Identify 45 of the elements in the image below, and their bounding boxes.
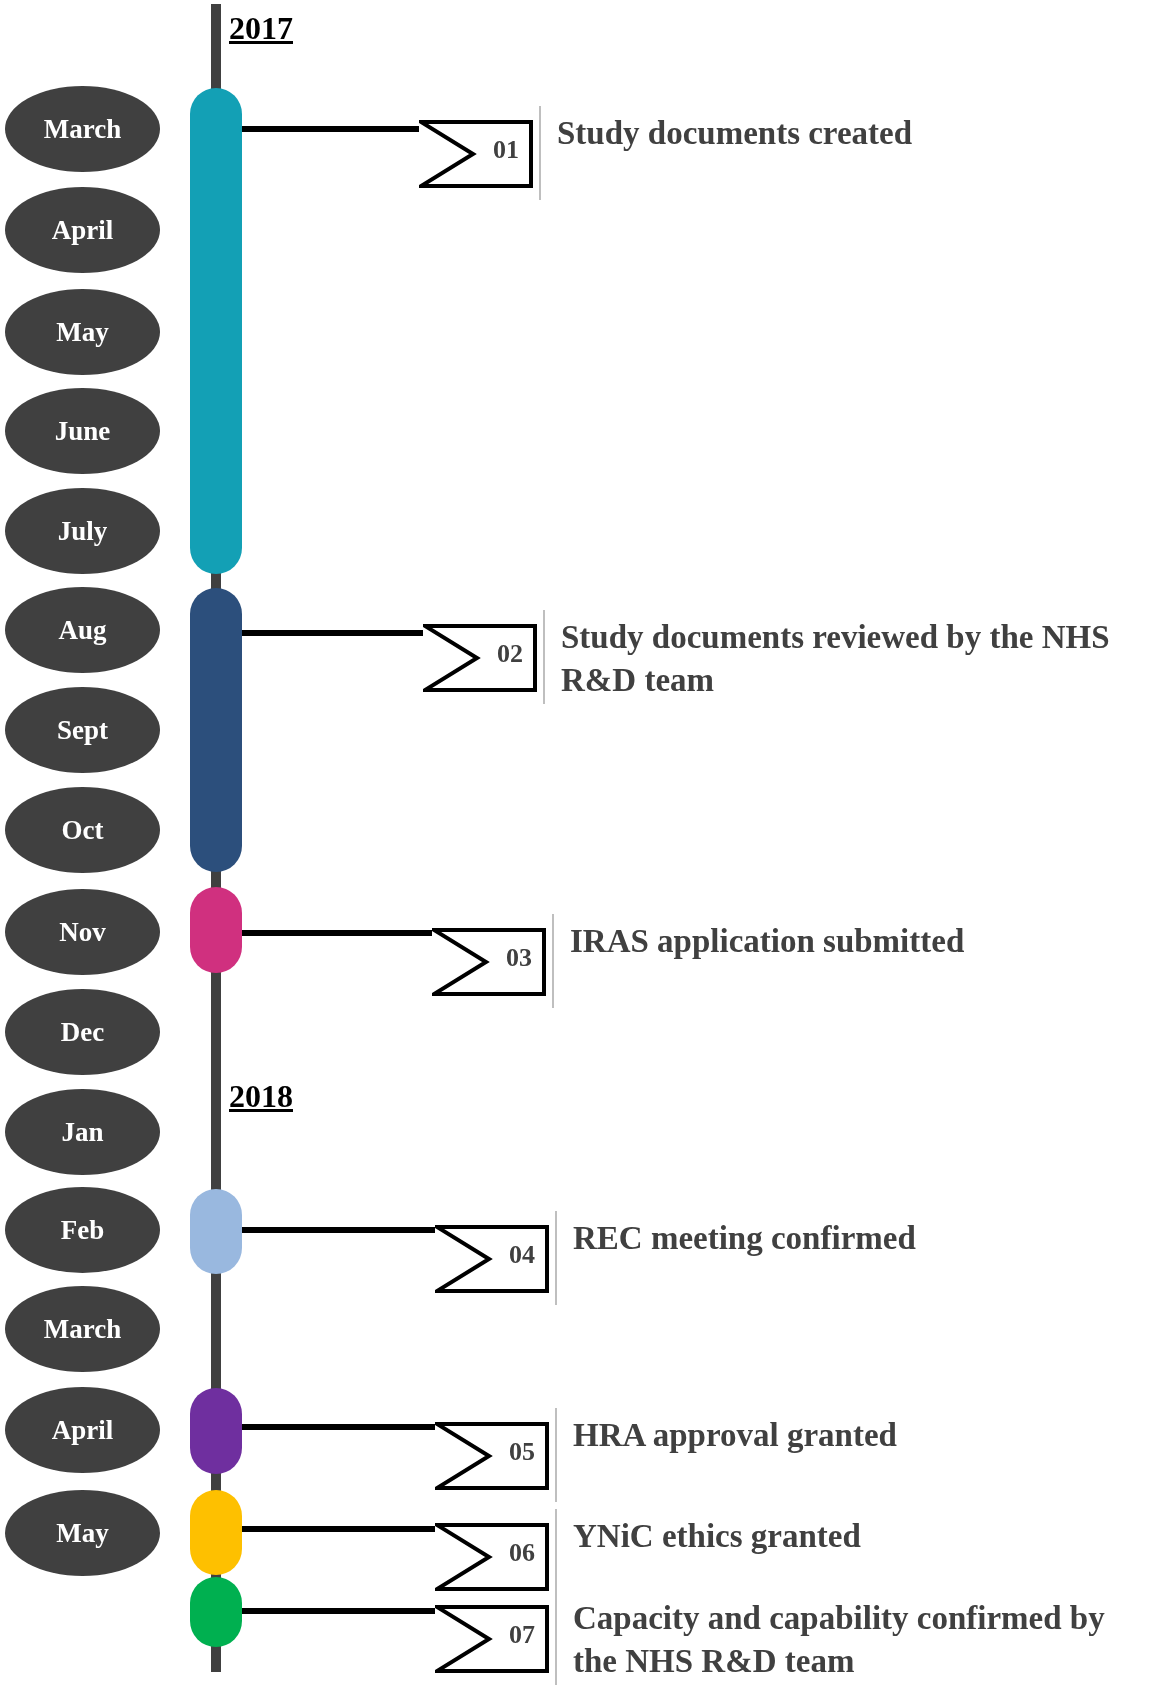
numbered-flag: 04 — [435, 1225, 549, 1293]
numbered-flag: 06 — [435, 1523, 549, 1591]
month-ellipse: April — [5, 187, 160, 273]
numbered-flag: 07 — [435, 1605, 549, 1673]
month-ellipse: May — [5, 289, 160, 375]
milestone-text: HRA approval granted — [573, 1416, 898, 1455]
milestone-text: Study documents reviewed by the NHS R&D team — [561, 618, 1111, 700]
milestone-text: YNiC ethics granted — [573, 1517, 862, 1556]
month-ellipse: Dec — [5, 989, 160, 1075]
month-ellipse: March — [5, 86, 160, 172]
milestone-text: REC meeting confirmed — [573, 1219, 917, 1258]
period-bar — [190, 1388, 242, 1474]
month-ellipse: Jan — [5, 1089, 160, 1175]
month-ellipse: Oct — [5, 787, 160, 873]
month-ellipse: Feb — [5, 1187, 160, 1273]
numbered-flag: 03 — [432, 928, 546, 996]
milestone-text: IRAS application submitted — [570, 922, 966, 961]
numbered-flag: 01 — [419, 120, 533, 188]
connector-line — [242, 1424, 435, 1430]
month-ellipse: Sept — [5, 687, 160, 773]
month-ellipse: July — [5, 488, 160, 574]
connector-line — [242, 630, 423, 636]
numbered-flag: 05 — [435, 1422, 549, 1490]
connector-line — [242, 1608, 435, 1614]
period-bar — [190, 88, 242, 574]
month-ellipse: Aug — [5, 587, 160, 673]
month-ellipse: March — [5, 1286, 160, 1372]
month-ellipse: Nov — [5, 889, 160, 975]
connector-line — [242, 930, 432, 936]
month-ellipse: April — [5, 1387, 160, 1473]
connector-line — [242, 1526, 435, 1532]
milestone-text: Capacity and capability confirmed by the NHS R&D team — [573, 1599, 1106, 1681]
month-ellipse: June — [5, 388, 160, 474]
milestone-text: Study documents created — [557, 114, 914, 153]
connector-line — [242, 126, 419, 132]
period-bar — [190, 1189, 242, 1274]
period-bar — [190, 1490, 242, 1575]
period-bar — [190, 1577, 242, 1647]
year-label: 2017 — [229, 9, 293, 48]
numbered-flag: 02 — [423, 624, 537, 692]
period-bar — [190, 588, 242, 872]
connector-line — [242, 1227, 435, 1233]
period-bar — [190, 887, 242, 973]
month-ellipse: May — [5, 1490, 160, 1576]
year-label: 2018 — [229, 1077, 293, 1116]
